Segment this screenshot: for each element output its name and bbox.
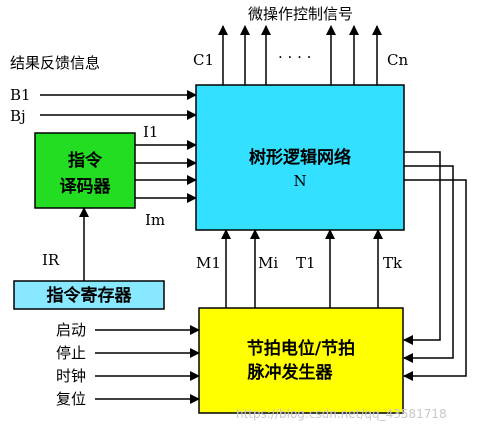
timing-generator-box — [198, 307, 404, 414]
label-clock: 时钟 — [56, 367, 86, 385]
feedback-loop-outer — [403, 179, 467, 381]
feedback-loops — [403, 151, 467, 381]
decoder-box — [34, 132, 136, 209]
feedback-loop-inner — [403, 151, 441, 345]
label-im: Im — [145, 211, 165, 229]
label-dots: · · · · — [278, 48, 311, 66]
label-cn: Cn — [387, 51, 408, 69]
label-ir: IR — [42, 251, 60, 269]
decoder-output-arrows — [135, 140, 197, 203]
label-start: 启动 — [56, 321, 86, 339]
timing-input-arrows — [95, 325, 200, 404]
label-reset: 复位 — [56, 390, 86, 408]
micro-ops-title: 微操作控制信号 — [248, 5, 353, 23]
label-t1: T1 — [296, 254, 316, 272]
logic-network-title: 树形逻辑网络 — [249, 147, 351, 168]
watermark: https://blog.csdn.net/qq_43581718 — [236, 407, 447, 421]
label-stop: 停止 — [56, 344, 86, 362]
register-title: 指令寄存器 — [47, 285, 133, 306]
timing-output-arrows — [221, 229, 383, 308]
label-c1: C1 — [193, 51, 214, 69]
label-i1: I1 — [143, 123, 158, 141]
label-bj: Bj — [10, 107, 26, 125]
label-b1: B1 — [10, 86, 31, 104]
register-box — [13, 280, 165, 310]
timing-title-line1: 节拍电位/节拍 — [247, 338, 355, 359]
label-mi: Mi — [258, 254, 278, 272]
micro-op-output-arrows — [218, 25, 382, 85]
feedback-title: 结果反馈信息 — [10, 54, 100, 72]
logic-network-n: N — [293, 172, 306, 190]
decoder-title-line2: 译码器 — [60, 177, 112, 197]
logic-network-box — [195, 84, 405, 231]
label-m1: M1 — [196, 254, 221, 272]
feedback-loop-middle — [403, 165, 454, 363]
label-tk: Tk — [383, 254, 403, 272]
decoder-title-line1: 指令 — [68, 150, 103, 171]
feedback-input-arrows — [40, 90, 197, 120]
timing-title-line2: 脉冲发生器 — [247, 362, 334, 383]
